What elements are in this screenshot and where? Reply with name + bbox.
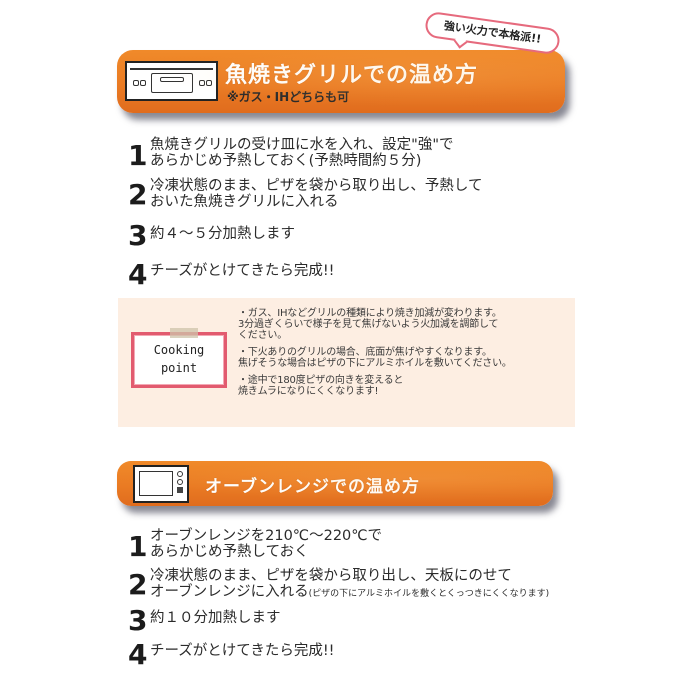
step-line: あらかじめ予熱しておく(予熱時間約５分) [150,153,422,169]
section-title: オーブンレンジでの温め方 [205,477,420,497]
tape-decoration [170,328,198,338]
step-number: 3 [128,219,148,252]
tip-text: ・ガス、IHなどグリルの種類により焼き加減が変わります。 3分過ぎくらいで様子を… [238,308,502,341]
fish-grill-icon [125,61,218,101]
step-text: 約４～５分加熱します [150,226,295,242]
step-line: 約１０分加熱します [150,610,281,626]
step-line: 魚焼きグリルの受け皿に水を入れ、設定"強"で [150,137,454,153]
step-text: オーブンレンジを210℃～220℃で あらかじめ予熱しておく [150,528,382,560]
step-text: チーズがとけてきたら完成!! [150,643,334,659]
bubble-text: 強い火力で本格派!! [443,19,543,46]
step-line: オーブンレンジを210℃～220℃で [150,528,383,544]
cooking-label: Cooking [153,343,205,357]
step-line: チーズがとけてきたら完成!! [150,263,335,279]
speech-bubble: 強い火力で本格派!! [423,10,562,56]
step-number: 3 [128,604,148,637]
step-line: チーズがとけてきたら完成!! [150,643,335,659]
step-note: (ピザの下にアルミホイルを敷くとくっつきにくくなります) [308,589,550,599]
step-line: 冷凍状態のまま、ピザを袋から取り出し、天板にのせて [150,568,512,584]
step-text: 冷凍状態のまま、ピザを袋から取り出し、天板にのせて オーブンレンジに入れる(ピザ… [150,568,549,602]
step-line: あらかじめ予熱しておく [150,544,309,560]
section-title: 魚焼きグリルでの温め方 [225,63,479,88]
step-text: 約１０分加熱します [150,610,281,626]
step-text: 冷凍状態のまま、ピザを袋から取り出し、予熱して おいた魚焼きグリルに入れる [150,178,482,210]
section-header-oven: オーブンレンジでの温め方 [117,461,553,506]
step-number: 4 [128,638,148,671]
step-number: 2 [128,568,148,601]
tip-text: ・途中で180度ピザの向きを変えると 焼きムラになりにくくなります! [238,375,404,397]
cooking-tips: ・ガス、IHなどグリルの種類により焼き加減が変わります。 3分過ぎくらいで様子を… [238,308,568,403]
point-label: point [160,361,198,375]
step-line-text: オーブンレンジに入れる [150,584,309,600]
section-subtitle: ※ガス・IHどちらも可 [227,90,350,104]
step-line: オーブンレンジに入れる(ピザの下にアルミホイルを敷くとくっつきにくくなります) [150,584,549,602]
microwave-oven-icon [133,465,189,503]
step-text: チーズがとけてきたら完成!! [150,263,334,279]
section-header-grill: 魚焼きグリルでの温め方 ※ガス・IHどちらも可 [117,50,565,113]
step-number: 1 [128,139,148,172]
step-number: 4 [128,258,148,291]
step-number: 2 [128,178,148,211]
step-text: 魚焼きグリルの受け皿に水を入れ、設定"強"で あらかじめ予熱しておく(予熱時間約… [150,137,453,169]
cooking-point-box: Cooking point ・ガス、IHなどグリルの種類により焼き加減が変わりま… [118,298,575,427]
step-line: 冷凍状態のまま、ピザを袋から取り出し、予熱して [150,178,483,194]
step-number: 1 [128,530,148,563]
step-line: おいた魚焼きグリルに入れる [150,194,339,210]
step-line: 約４～５分加熱します [150,226,295,242]
cooking-point-label-card: Cooking point [131,328,227,388]
tip-text: ・下火ありのグリルの場合、底面が焦げやすくなります。 焦げそうな場合はピザの下に… [238,347,512,369]
